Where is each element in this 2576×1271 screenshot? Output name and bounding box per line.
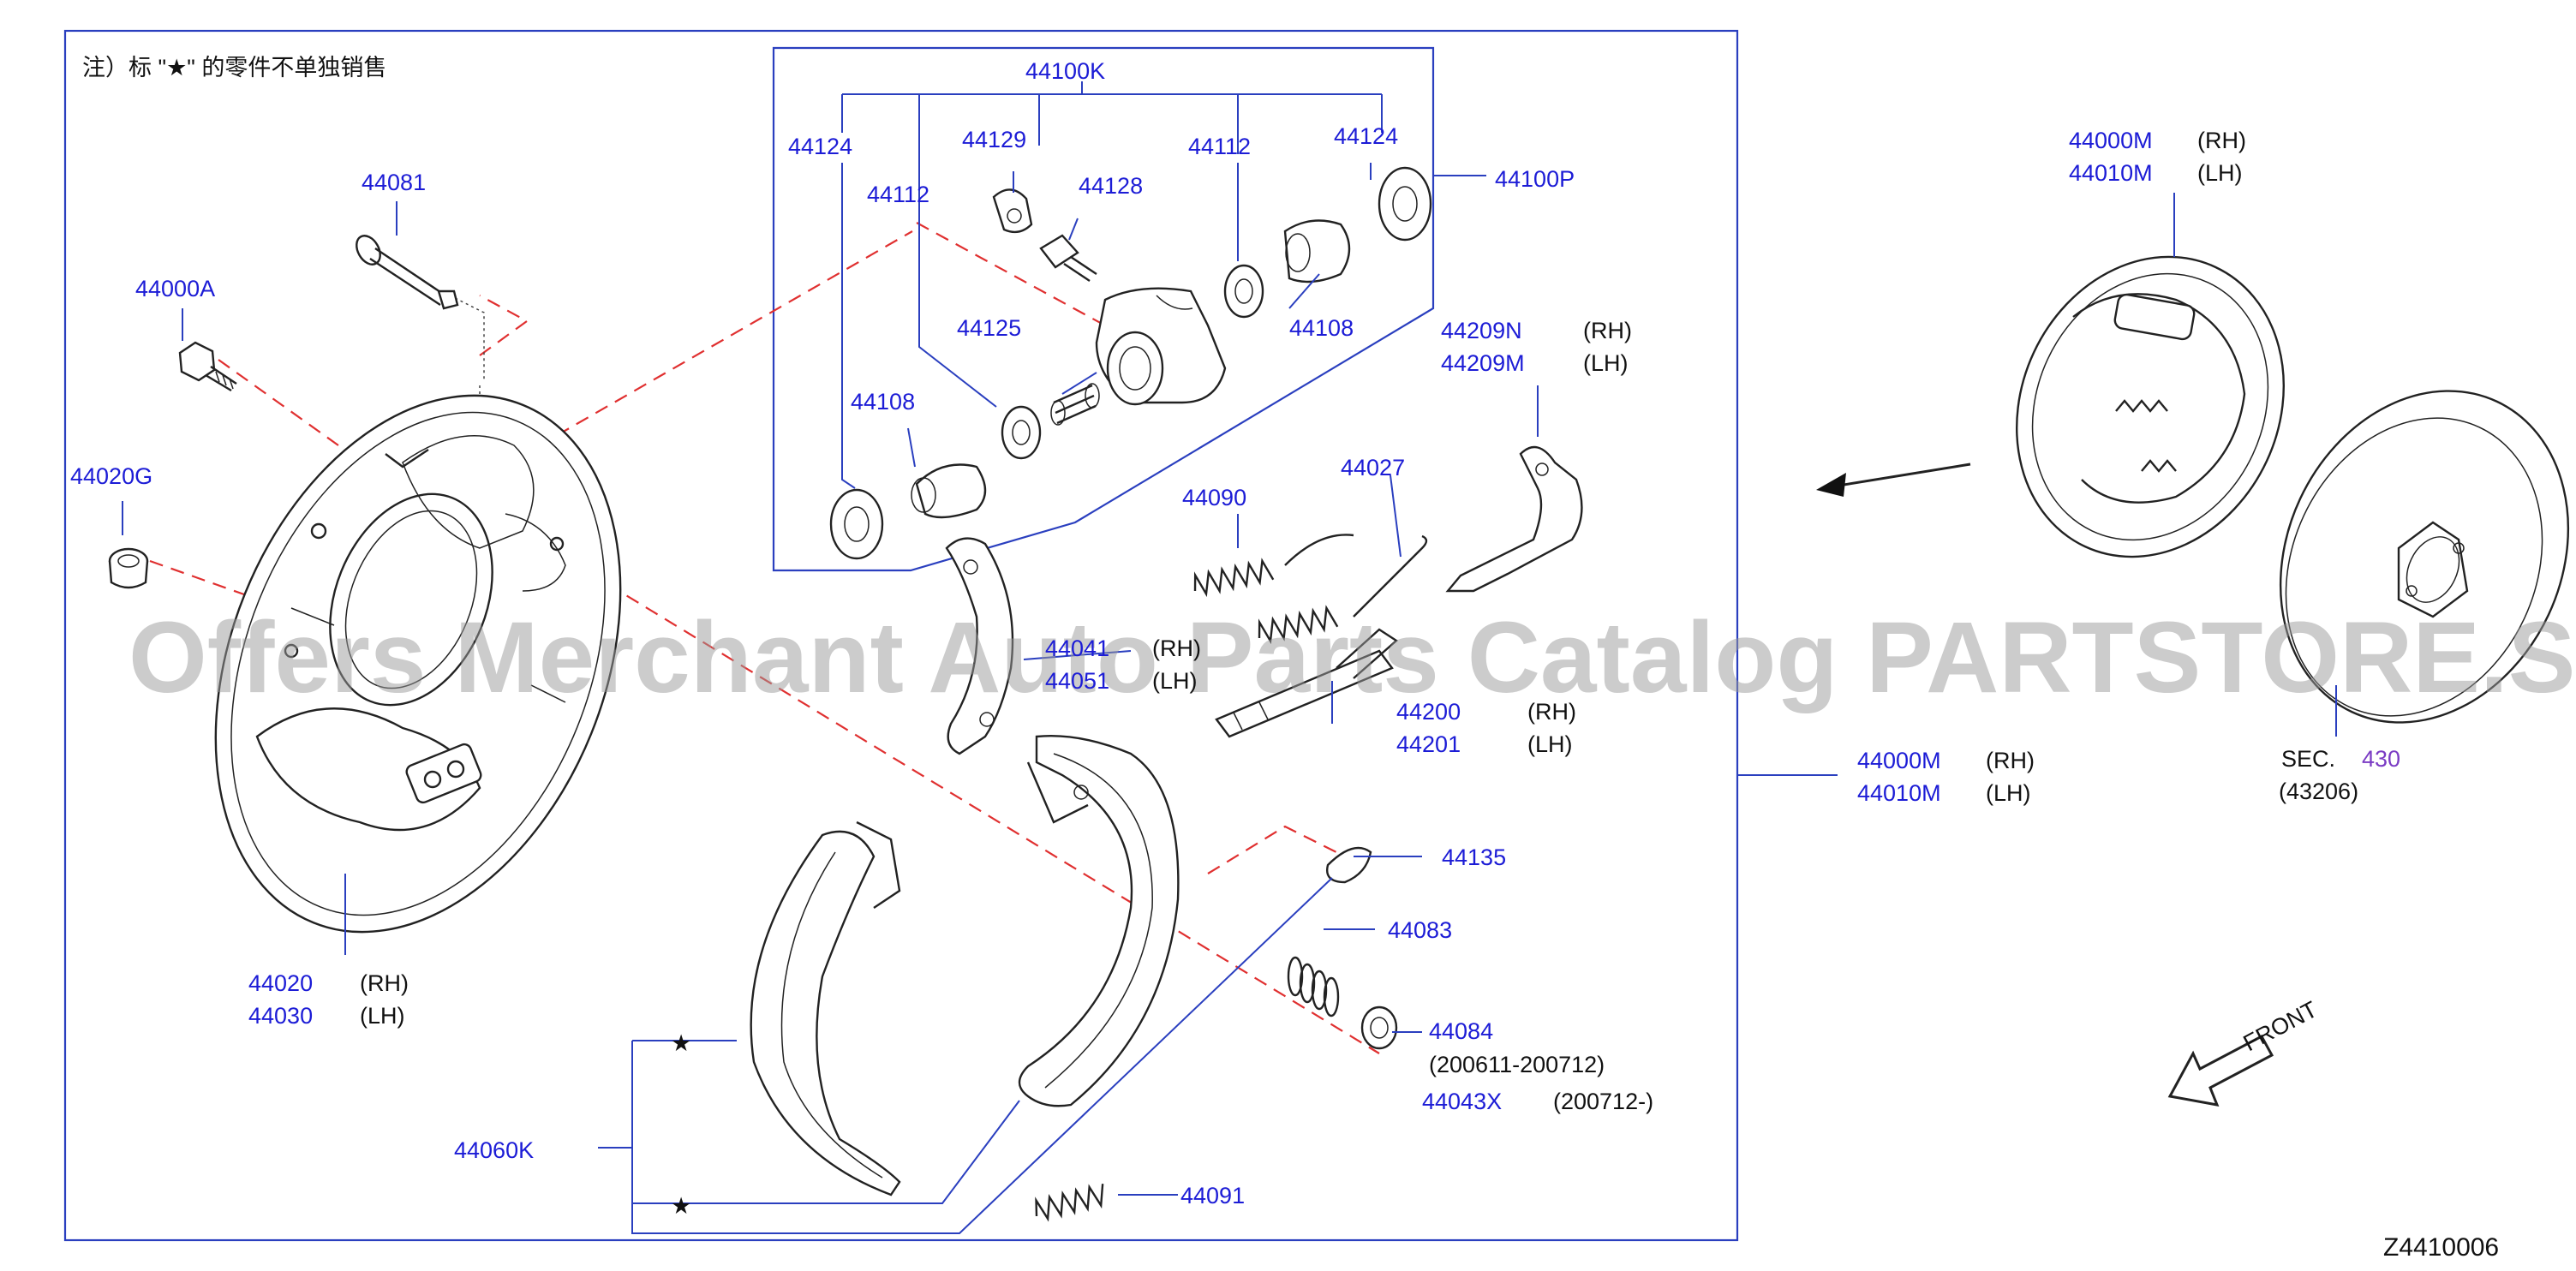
label-44128[interactable]: 44128 bbox=[1079, 173, 1143, 199]
bolt-drawing bbox=[356, 235, 459, 310]
label-44108-left[interactable]: 44108 bbox=[851, 389, 915, 415]
label-44084[interactable]: 44084 bbox=[1429, 1018, 1493, 1044]
section-ref-43206: (43206) bbox=[2279, 779, 2358, 804]
label-44051[interactable]: 44051 bbox=[1045, 668, 1109, 694]
suffix-44043X-range: (200712-) bbox=[1553, 1089, 1653, 1114]
suffix-44201-lh: (LH) bbox=[1527, 731, 1573, 757]
leader-lines bbox=[122, 81, 2337, 1234]
suffix-44051-lh: (LH) bbox=[1152, 668, 1198, 694]
adjuster-spring-drawing bbox=[1258, 534, 1428, 645]
label-44083[interactable]: 44083 bbox=[1388, 917, 1452, 943]
label-44100K[interactable]: 44100K bbox=[1025, 58, 1105, 84]
retainer-44135-drawing bbox=[1326, 846, 1372, 884]
label-44112-right[interactable]: 44112 bbox=[1188, 134, 1251, 159]
label-44020G[interactable]: 44020G bbox=[70, 463, 152, 489]
label-44124-left[interactable]: 44124 bbox=[788, 134, 852, 159]
front-arrow-icon bbox=[2167, 1034, 2274, 1107]
label-44129[interactable]: 44129 bbox=[962, 127, 1026, 152]
suffix-44041-rh: (RH) bbox=[1152, 636, 1201, 661]
label-44091[interactable]: 44091 bbox=[1180, 1183, 1245, 1208]
suffix-44209N-rh: (RH) bbox=[1583, 318, 1632, 343]
label-44201[interactable]: 44201 bbox=[1396, 731, 1461, 757]
label-44010M-main[interactable]: 44010M bbox=[1857, 780, 1941, 806]
label-44030[interactable]: 44030 bbox=[248, 1003, 313, 1029]
label-44112-left[interactable]: 44112 bbox=[867, 182, 929, 207]
cup-washer-drawing bbox=[1360, 1005, 1398, 1050]
suffix-44030-lh: (LH) bbox=[360, 1003, 405, 1029]
label-44010M-assembly[interactable]: 44010M bbox=[2069, 160, 2153, 186]
wheel-cylinder-frame bbox=[772, 46, 1435, 572]
suffix-44010M-main-lh: (LH) bbox=[1986, 780, 2031, 806]
label-44125[interactable]: 44125 bbox=[957, 315, 1021, 341]
label-44081[interactable]: 44081 bbox=[362, 170, 426, 195]
spring-44091-drawing bbox=[1035, 1184, 1104, 1222]
section-ref-430[interactable]: 430 bbox=[2362, 746, 2400, 772]
star-marker-1: ★ bbox=[671, 1030, 691, 1056]
parking-lever-drawing bbox=[945, 537, 1014, 755]
backing-plate-drawing bbox=[214, 394, 622, 934]
label-44209M[interactable]: 44209M bbox=[1441, 350, 1525, 376]
hex-bolt-drawing bbox=[178, 341, 237, 392]
label-44135[interactable]: 44135 bbox=[1442, 844, 1506, 870]
brake-drum-drawing bbox=[2279, 390, 2570, 724]
brake-shoe-left-drawing bbox=[750, 820, 901, 1196]
label-44000M-assembly[interactable]: 44000M bbox=[2069, 128, 2153, 153]
adjuster-lever-drawing bbox=[1445, 445, 1583, 593]
label-44100P[interactable]: 44100P bbox=[1495, 166, 1575, 192]
label-44000A[interactable]: 44000A bbox=[135, 276, 215, 301]
suffix-44000M-main-rh: (RH) bbox=[1986, 748, 2035, 773]
label-44060K[interactable]: 44060K bbox=[454, 1137, 534, 1163]
label-44000M-main[interactable]: 44000M bbox=[1857, 748, 1941, 773]
spring-44083-drawing bbox=[1287, 956, 1340, 1017]
front-label: FRONT bbox=[2239, 996, 2322, 1056]
adjuster-drawing bbox=[1215, 628, 1398, 738]
label-44200[interactable]: 44200 bbox=[1396, 699, 1461, 725]
note-text: 注）标 "★" 的零件不单独销售 bbox=[82, 55, 386, 81]
assembly-guide-lines bbox=[149, 222, 1380, 1054]
section-ref-prefix: SEC. bbox=[2281, 746, 2335, 772]
label-44108-right[interactable]: 44108 bbox=[1289, 315, 1354, 341]
diagram-code: Z4410006 bbox=[2383, 1233, 2499, 1262]
suffix-44200-rh: (RH) bbox=[1527, 699, 1576, 725]
spring-44090-drawing bbox=[1193, 534, 1354, 598]
label-44090[interactable]: 44090 bbox=[1182, 485, 1246, 510]
label-44209N[interactable]: 44209N bbox=[1441, 318, 1522, 343]
direction-arrow bbox=[1816, 462, 1971, 497]
star-marker-2: ★ bbox=[671, 1193, 691, 1219]
suffix-44000M-assembly-rh: (RH) bbox=[2197, 128, 2246, 153]
label-44020[interactable]: 44020 bbox=[248, 970, 313, 996]
brake-assembly-drawing bbox=[2016, 255, 2285, 558]
main-frame bbox=[63, 29, 1739, 1242]
rubber-plug-drawing bbox=[108, 547, 149, 589]
wheel-cylinder-drawing bbox=[829, 166, 1432, 560]
brake-shoe-right-drawing bbox=[1018, 734, 1180, 1107]
label-44043X[interactable]: 44043X bbox=[1422, 1089, 1502, 1114]
watermark: Offers Merchant Auto Parts Catalog PARTS… bbox=[129, 601, 2576, 714]
label-44041[interactable]: 44041 bbox=[1045, 636, 1109, 661]
suffix-44209M-lh: (LH) bbox=[1583, 350, 1629, 376]
label-44027[interactable]: 44027 bbox=[1341, 455, 1405, 480]
label-44124-right[interactable]: 44124 bbox=[1334, 123, 1398, 149]
suffix-44020-rh: (RH) bbox=[360, 970, 409, 996]
suffix-44010M-assembly-lh: (LH) bbox=[2197, 160, 2243, 186]
suffix-44084-range: (200611-200712) bbox=[1429, 1052, 1605, 1077]
